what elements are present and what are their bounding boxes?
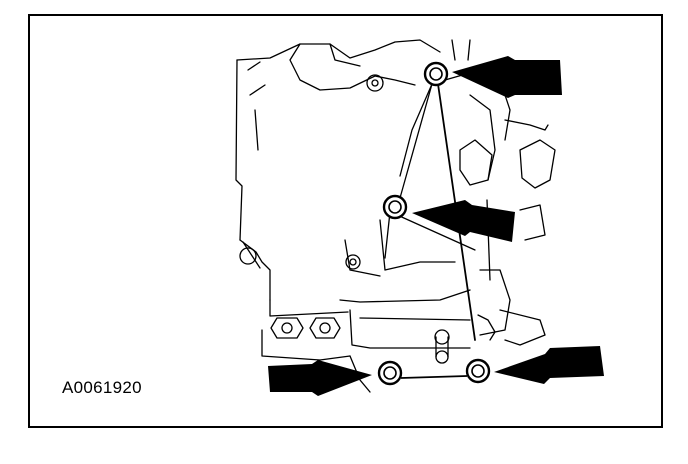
arrow-middle-bolt: [412, 200, 515, 242]
bracket-link: [400, 375, 468, 379]
lower-left-bolt: [377, 360, 403, 386]
arrow-lower-left-bolt: [268, 360, 372, 396]
figure-reference-code: A0061920: [62, 378, 142, 397]
engine-housing-outline: [235, 39, 556, 393]
middle-bolt: [382, 194, 408, 220]
lower-right-bolt: [465, 358, 491, 384]
arrow-lower-right-bolt: [494, 346, 604, 384]
arrow-upper-bolt: [452, 56, 562, 98]
upper-bolt: [423, 61, 449, 87]
figure-border: [28, 14, 663, 428]
